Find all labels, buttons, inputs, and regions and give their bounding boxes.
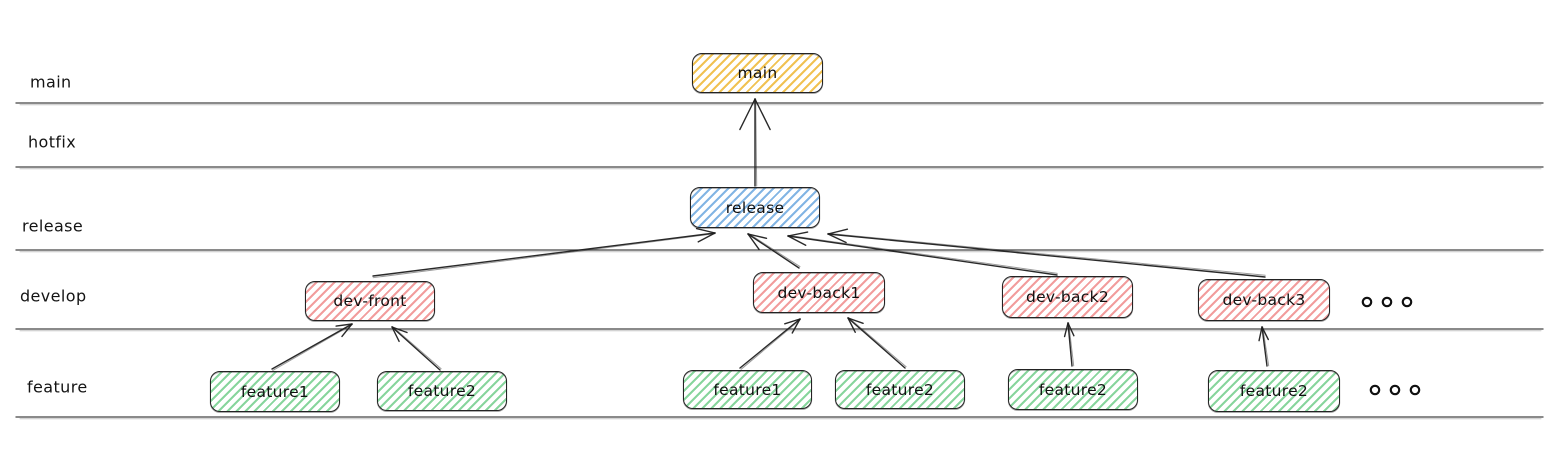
lane-label-release: release	[22, 216, 84, 236]
arrow-release-to-main	[739, 98, 771, 187]
lane-line-feature	[15, 416, 1544, 420]
lane-line-develop	[15, 328, 1544, 332]
branch-node-feature2-back2: feature2	[1008, 369, 1138, 410]
arrow-feature2-back2-to-dev-back2	[1063, 322, 1075, 367]
ellipsis-dot	[1381, 296, 1393, 308]
arrow-feature2-back1-to-dev-back1	[847, 316, 907, 369]
lane-line-hotfix	[15, 166, 1544, 170]
arrow-feature2-front-to-dev-front	[391, 325, 442, 371]
branch-node-dev-back1: dev-back1	[753, 272, 885, 313]
lane-label-main: main	[30, 72, 72, 92]
branch-node-dev-back3: dev-back3	[1198, 279, 1330, 321]
lane-line-main	[15, 102, 1544, 106]
arrow-dev-front-to-release	[372, 227, 716, 279]
arrow-dev-back1-to-release	[747, 232, 801, 269]
ellipsis-dot	[1389, 384, 1401, 396]
branch-node-dev-back2: dev-back2	[1002, 276, 1133, 318]
develop-ellipsis	[1361, 296, 1413, 308]
branch-node-feature1-back1: feature1	[683, 370, 812, 409]
lane-label-feature: feature	[27, 377, 88, 397]
branch-node-feature1-front: feature1	[210, 371, 340, 412]
arrow-dev-back3-to-release	[827, 228, 1266, 278]
branch-node-release: release	[690, 187, 820, 228]
lane-label-develop: develop	[20, 286, 87, 306]
ellipsis-dot	[1361, 296, 1373, 308]
lane-line-release	[15, 249, 1544, 253]
branch-node-dev-front: dev-front	[305, 281, 435, 321]
branch-node-feature2-back1: feature2	[835, 370, 965, 409]
arrow-feature1-back1-to-dev-back1	[739, 318, 801, 370]
ellipsis-dot	[1401, 296, 1413, 308]
arrow-feature1-front-to-dev-front	[271, 323, 353, 371]
ellipsis-dot	[1369, 384, 1381, 396]
lane-label-hotfix: hotfix	[28, 132, 77, 152]
arrow-feature2-back3-to-dev-back3	[1258, 326, 1270, 367]
ellipsis-dot	[1409, 384, 1421, 396]
branch-node-main: main	[692, 53, 823, 93]
branch-node-feature2-front: feature2	[377, 371, 507, 411]
feature-ellipsis	[1369, 384, 1421, 396]
arrow-dev-back2-to-release	[787, 231, 1058, 276]
branch-node-feature2-back3: feature2	[1208, 370, 1340, 412]
